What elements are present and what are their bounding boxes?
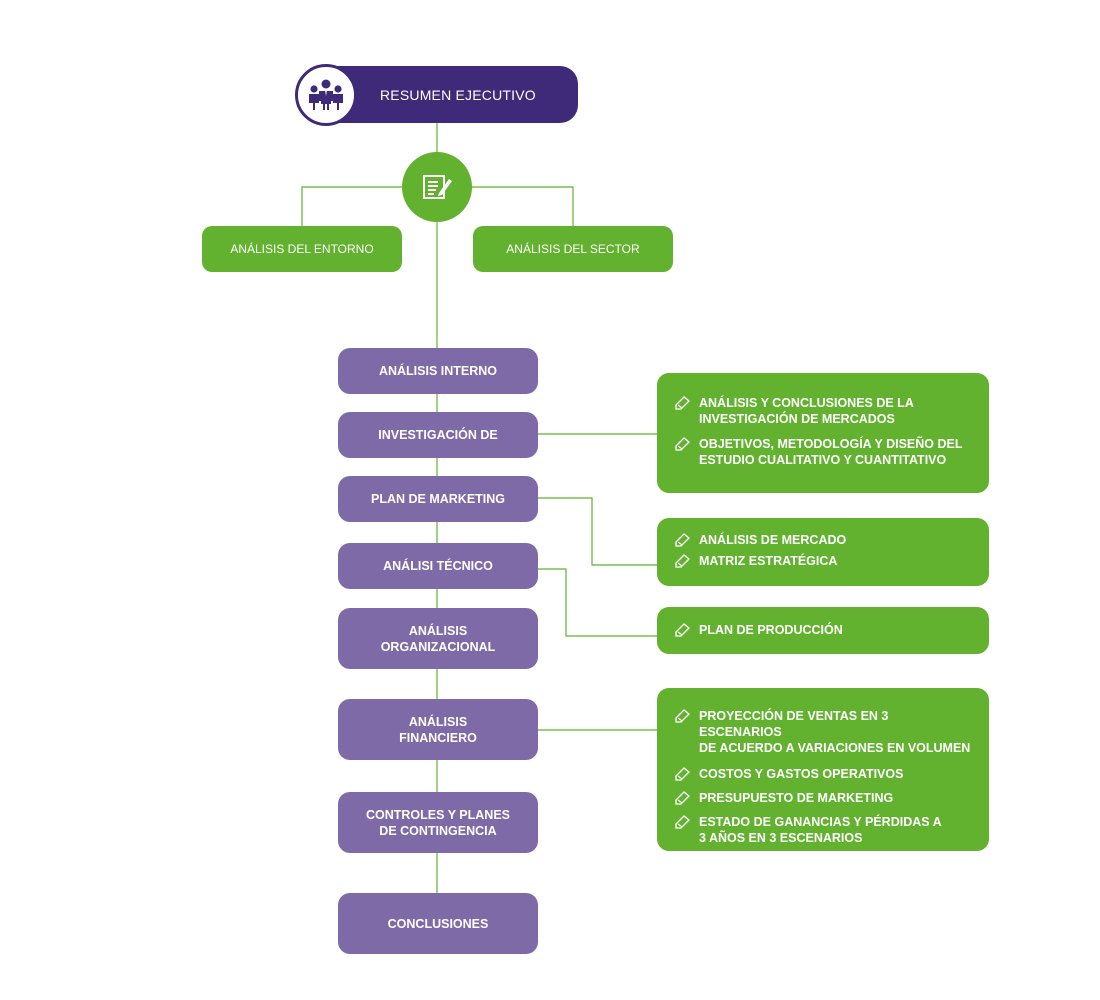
list-item-text: ANÁLISIS DE MERCADO [699,533,847,547]
header-title-bar: RESUMEN EJECUTIVO [320,66,578,123]
list-item-text: COSTOS Y GASTOS OPERATIVOS [699,767,904,781]
pencil-icon [675,791,690,805]
pencil-icon [675,815,690,829]
pencil-icon [675,623,690,637]
analisis-entorno-label: ANÁLISIS DEL ENTORNO [230,242,374,256]
analisis-sector-label: ANÁLISIS DEL SECTOR [506,242,640,256]
step-investigacion: INVESTIGACIÓN DE [338,412,538,458]
step-conclusiones: CONCLUSIONES [338,893,538,954]
header-icon-circle [295,64,357,126]
pencil-icon [675,767,690,781]
step-analisis-tecnico: ANÁLISI TÉCNICO [338,543,538,589]
step-analisis-organizacional: ANÁLISIS ORGANIZACIONAL [338,608,538,669]
list-item-text: PROYECCIÓN DE VENTAS EN 3 ESCENARIOS DE … [699,709,971,755]
pencil-icon [675,533,690,547]
list-item-text: ANÁLISIS Y CONCLUSIONES DE LA INVESTIGAC… [699,396,914,426]
list-item: OBJETIVOS, METODOLOGÍA Y DISEÑO DEL ESTU… [675,436,973,468]
pencil-icon [675,554,690,568]
pencil-icon [675,437,690,451]
marketing-connector [537,497,657,566]
step-analisis-interno: ANÁLISIS INTERNO [338,348,538,394]
step-label: ANÁLISIS ORGANIZACIONAL [380,623,496,654]
step-label: ANÁLISIS FINANCIERO [399,714,477,745]
list-item: ANÁLISIS Y CONCLUSIONES DE LA INVESTIGAC… [675,395,973,427]
header-title: RESUMEN EJECUTIVO [380,86,536,103]
list-item: ESTADO DE GANANCIAS Y PÉRDIDAS A 3 AÑOS … [675,814,973,846]
tecnico-connector [537,568,657,637]
step-plan-marketing: PLAN DE MARKETING [338,476,538,522]
marketing-panel: ANÁLISIS DE MERCADO MATRIZ ESTRATÉGICA [657,518,989,586]
list-item: PROYECCIÓN DE VENTAS EN 3 ESCENARIOS DE … [675,708,973,756]
list-item-text: ESTADO DE GANANCIAS Y PÉRDIDAS A 3 AÑOS … [699,815,942,845]
investigacion-panel: ANÁLISIS Y CONCLUSIONES DE LA INVESTIGAC… [657,373,989,493]
list-item: PRESUPUESTO DE MARKETING [675,790,973,806]
list-item: MATRIZ ESTRATÉGICA [675,553,973,569]
step-label: ANÁLISIS INTERNO [378,364,498,378]
pencil-icon [675,396,690,410]
step-label: INVESTIGACIÓN DE [378,428,498,442]
document-edit-icon [423,175,452,199]
financiero-panel: PROYECCIÓN DE VENTAS EN 3 ESCENARIOS DE … [657,688,989,851]
step-label: ANÁLISI TÉCNICO [383,559,493,573]
list-item-text: MATRIZ ESTRATÉGICA [699,554,838,568]
document-edit-circle [402,152,472,222]
list-item-text: PRESUPUESTO DE MARKETING [699,791,894,805]
step-controles: CONTROLES Y PLANES DE CONTINGENCIA [338,792,538,853]
analisis-entorno-box: ANÁLISIS DEL ENTORNO [202,226,402,272]
tecnico-panel: PLAN DE PRODUCCIÓN [657,607,989,654]
list-item-text: OBJETIVOS, METODOLOGÍA Y DISEÑO DEL ESTU… [699,437,963,467]
list-item: PLAN DE PRODUCCIÓN [675,622,973,638]
business-team-icon [309,79,343,110]
step-label: CONCLUSIONES [387,916,489,931]
list-item: ANÁLISIS DE MERCADO [675,532,973,548]
analisis-sector-box: ANÁLISIS DEL SECTOR [473,226,673,272]
step-label: CONTROLES Y PLANES DE CONTINGENCIA [365,807,510,838]
step-analisis-financiero: ANÁLISIS FINANCIERO [338,699,538,760]
step-label: PLAN DE MARKETING [370,492,506,506]
pencil-icon [675,709,690,723]
list-item-text: PLAN DE PRODUCCIÓN [699,623,843,637]
list-item: COSTOS Y GASTOS OPERATIVOS [675,766,973,782]
